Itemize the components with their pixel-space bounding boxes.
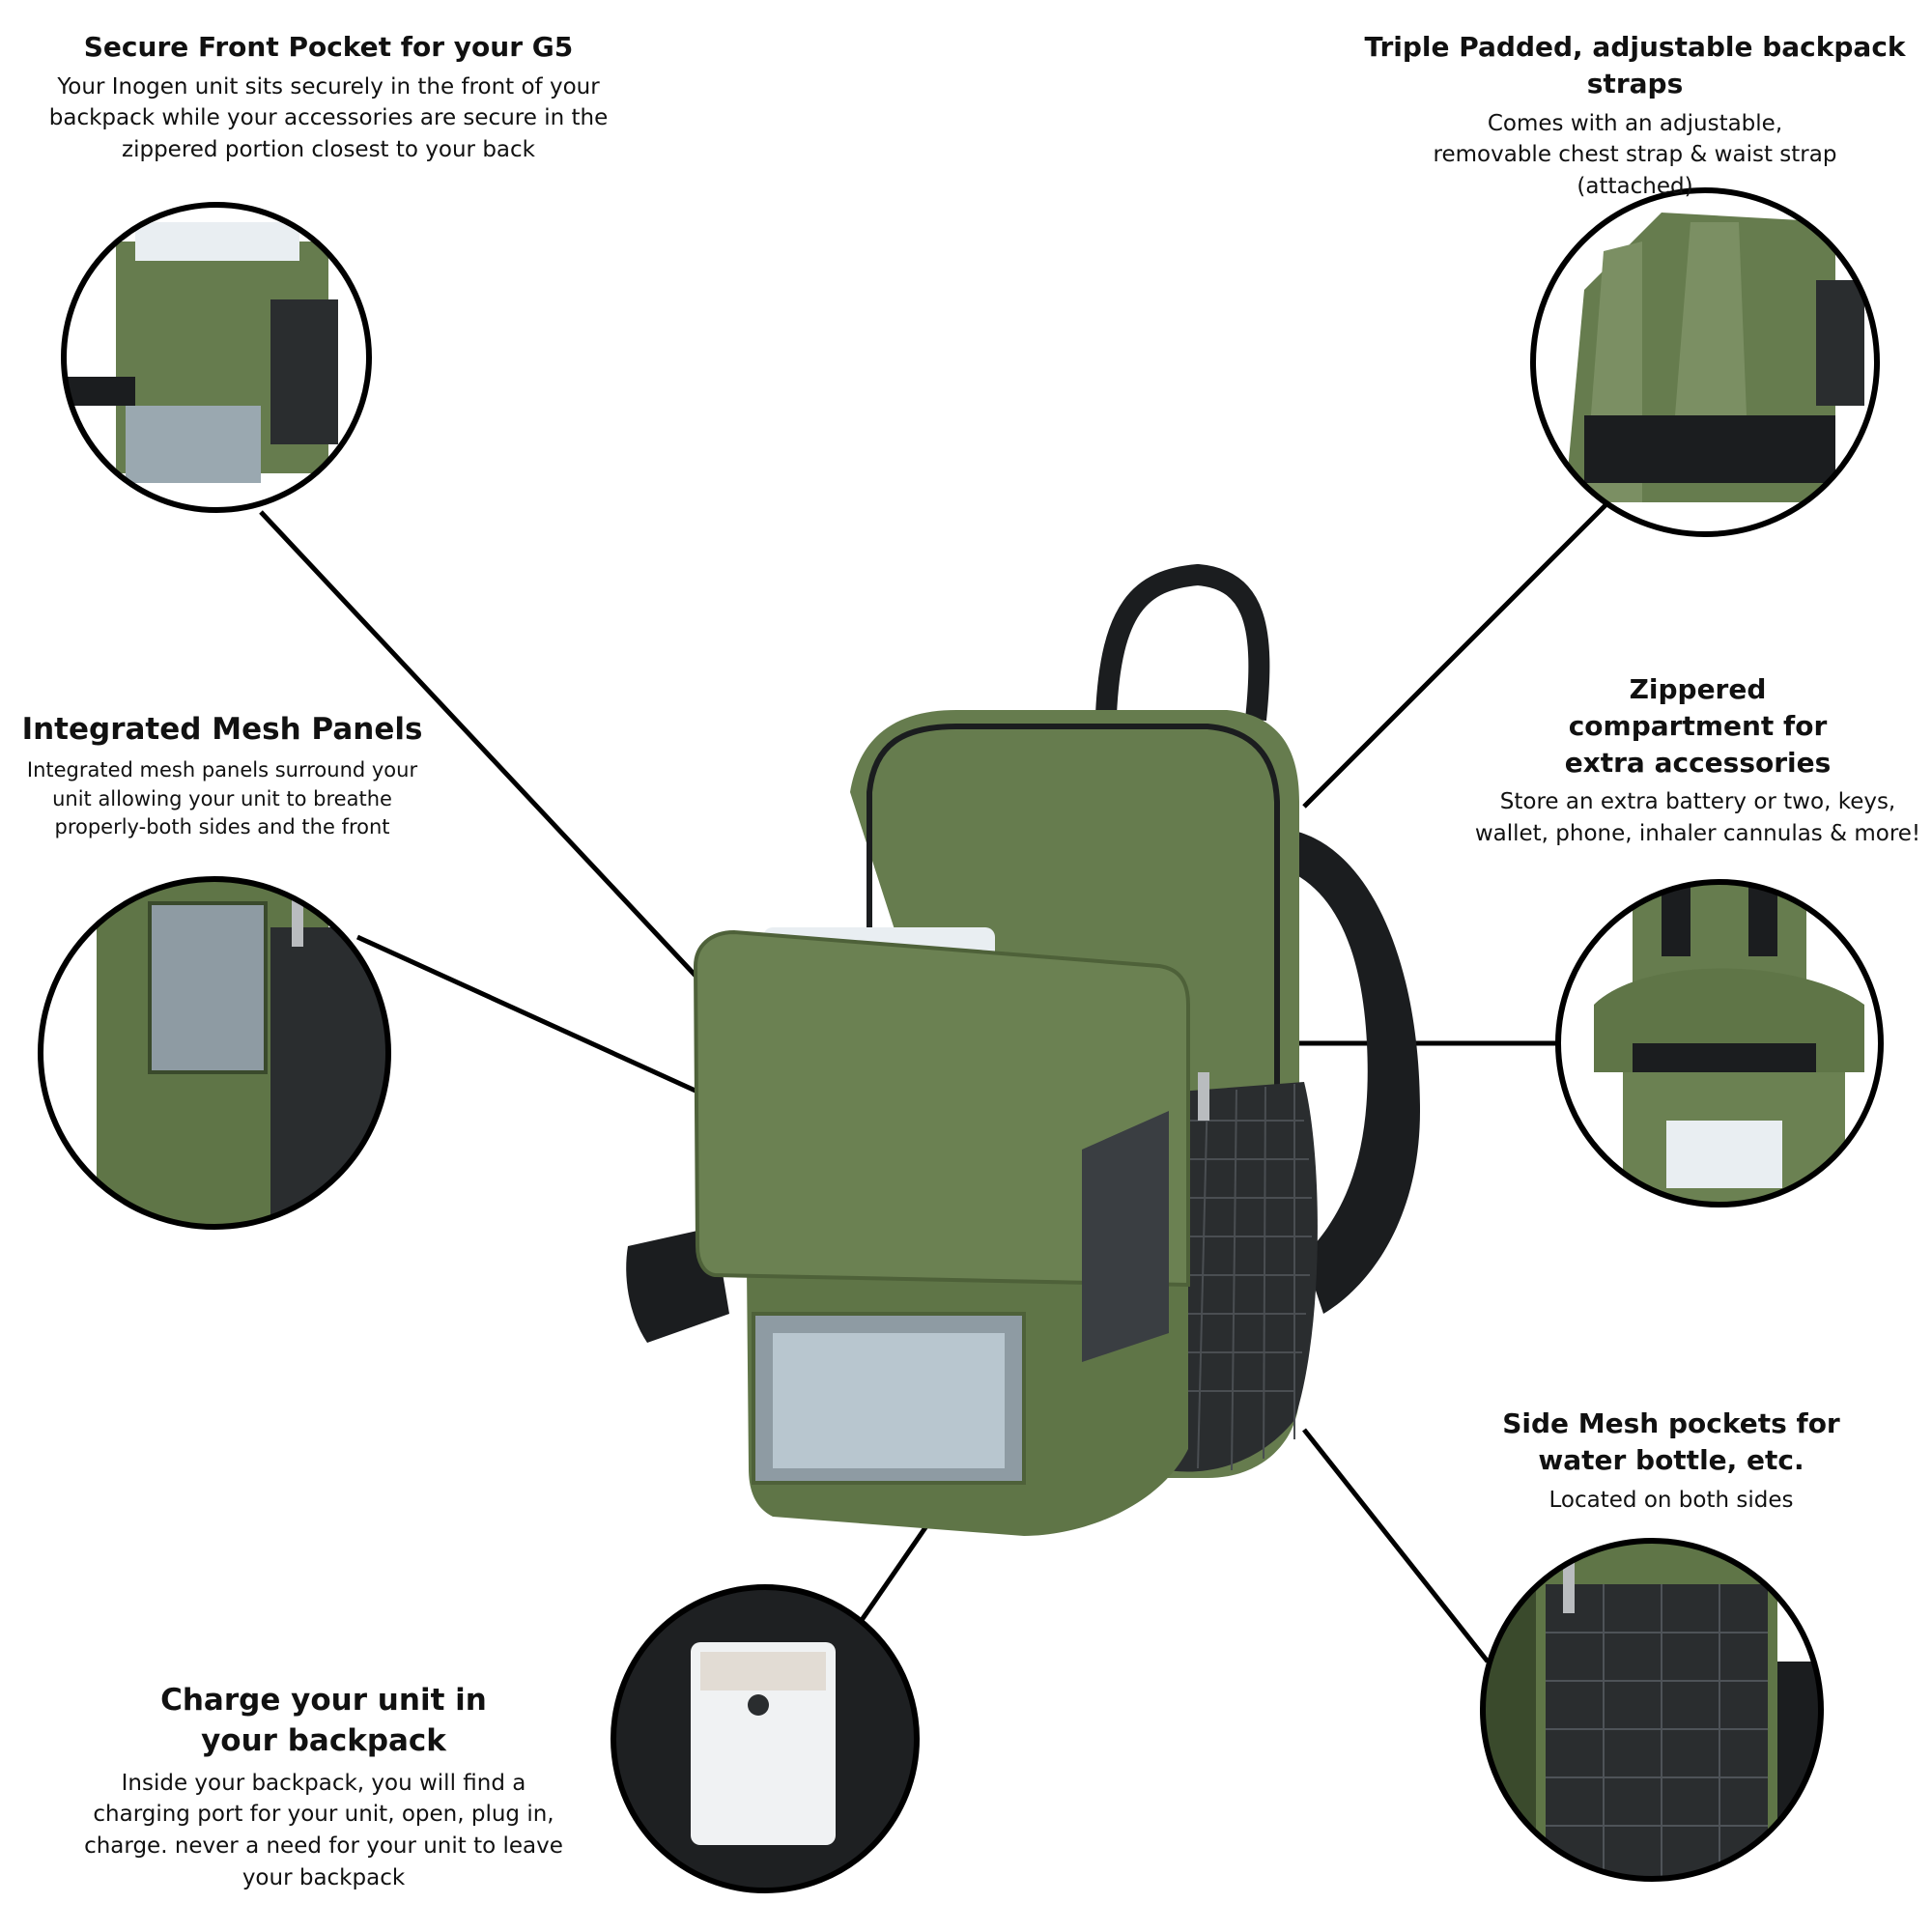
callout-mesh-panels-body: Integrated mesh panels surround your uni… xyxy=(26,757,418,839)
right-shoulder-strap xyxy=(1285,831,1420,1314)
callout-charge-body: Inside your backpack, you will find a ch… xyxy=(84,1770,563,1890)
zippered-compartment-detail-circle xyxy=(1558,882,1881,1205)
top-handle xyxy=(1095,563,1270,722)
connector-mesh-panels xyxy=(355,934,699,1094)
zipper-pull xyxy=(1198,1072,1209,1121)
callout-front-pocket-body: Your Inogen unit sits securely in the fr… xyxy=(48,73,609,163)
callout-zippered-title: Zippered compartment for extra accessori… xyxy=(1564,673,1832,779)
callout-zippered-body: Store an extra battery or two, keys, wal… xyxy=(1474,789,1921,847)
callout-charge-title: Charge your unit in your backpack xyxy=(160,1683,487,1758)
callout-zippered-compartment: Zippered compartment for extra accessori… xyxy=(1468,671,1927,850)
charging-port-detail-circle xyxy=(613,1587,917,1890)
callout-straps-body: Comes with an adjustable, removable ches… xyxy=(1433,110,1837,199)
callout-straps: Triple Padded, adjustable backpack strap… xyxy=(1343,29,1927,203)
front-pocket-detail-circle xyxy=(64,205,369,510)
callout-mesh-panels-title: Integrated Mesh Panels xyxy=(21,712,423,747)
callout-charge: Charge your unit in your backpack Inside… xyxy=(72,1681,575,1893)
side-mesh-detail-circle xyxy=(1483,1541,1821,1879)
callout-side-mesh: Side Mesh pockets for water bottle, etc.… xyxy=(1468,1406,1874,1516)
main-zipper xyxy=(867,724,1280,1121)
connector-straps xyxy=(1302,496,1615,809)
callout-front-pocket: Secure Front Pocket for your G5 Your Ino… xyxy=(5,29,652,166)
side-mesh-pocket xyxy=(1159,1082,1318,1472)
callout-side-mesh-title: Side Mesh pockets for water bottle, etc. xyxy=(1502,1407,1840,1476)
callout-mesh-panels: Integrated Mesh Panels Integrated mesh p… xyxy=(5,710,440,842)
mesh-panels-detail-circle xyxy=(41,879,388,1227)
callout-straps-title: Triple Padded, adjustable backpack strap… xyxy=(1364,31,1906,99)
connector-side-mesh xyxy=(1302,1428,1490,1663)
side-mesh-panel xyxy=(1082,1111,1169,1362)
callout-side-mesh-body: Located on both sides xyxy=(1548,1487,1794,1513)
callout-front-pocket-title: Secure Front Pocket for your G5 xyxy=(83,31,574,63)
connector-front-pocket xyxy=(259,510,697,978)
front-flap xyxy=(693,929,1190,1288)
straps-detail-circle xyxy=(1533,190,1877,534)
